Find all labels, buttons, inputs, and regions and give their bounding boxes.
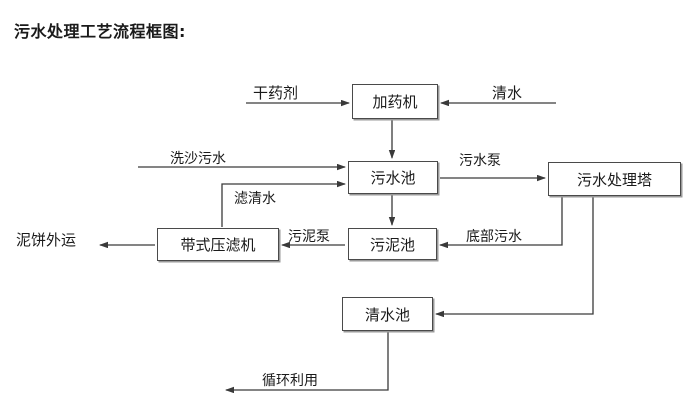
node-label: 污水处理塔 bbox=[576, 170, 652, 189]
page-title: 污水处理工艺流程框图: bbox=[14, 22, 186, 41]
label-filtered-water: 滤清水 bbox=[234, 191, 276, 207]
node-label: 加药机 bbox=[372, 93, 418, 111]
edge-press-to-sewage-pool bbox=[221, 180, 346, 227]
label-sand-wash-sewage: 洗沙污水 bbox=[170, 151, 226, 167]
edge-clear-water-recycle bbox=[225, 331, 389, 394]
label-dry-chemical-input: 干药剂 bbox=[253, 84, 299, 102]
node-belt-filter-press[interactable]: 带式压滤机 bbox=[157, 228, 279, 261]
label-recycle-reuse: 循环利用 bbox=[262, 373, 318, 389]
node-label: 带式压滤机 bbox=[180, 236, 256, 254]
label-clean-water-input: 清水 bbox=[492, 84, 523, 102]
node-clear-water-pool[interactable]: 清水池 bbox=[342, 297, 433, 331]
label-sewage-pump: 污水泵 bbox=[459, 153, 501, 169]
node-label: 污泥池 bbox=[369, 235, 415, 254]
edge-tower-to-sludge-pool bbox=[439, 197, 563, 249]
node-sludge-pool[interactable]: 污泥池 bbox=[348, 228, 437, 260]
label-sludge-pump: 污泥泵 bbox=[288, 229, 330, 245]
node-treatment-tower[interactable]: 污水处理塔 bbox=[548, 162, 681, 196]
node-sewage-pool[interactable]: 污水池 bbox=[348, 161, 438, 194]
label-mud-cake-output: 泥饼外运 bbox=[16, 231, 77, 249]
node-label: 清水池 bbox=[364, 305, 410, 324]
edge-tower-to-clear-water-pool bbox=[435, 197, 594, 318]
node-dosing-machine[interactable]: 加药机 bbox=[352, 84, 438, 119]
label-bottom-sewage: 底部污水 bbox=[466, 229, 522, 245]
node-label: 污水池 bbox=[370, 169, 416, 187]
